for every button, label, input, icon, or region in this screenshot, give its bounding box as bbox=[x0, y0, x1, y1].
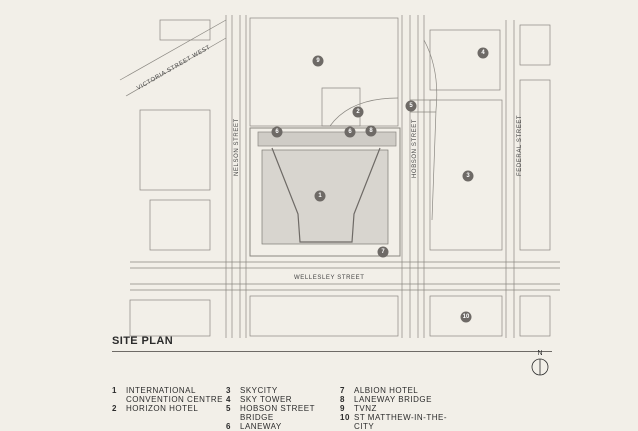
street-federal: FEDERAL STREET bbox=[517, 115, 523, 176]
svg-text:5: 5 bbox=[409, 103, 413, 109]
svg-text:1: 1 bbox=[318, 193, 322, 199]
svg-text:9: 9 bbox=[316, 58, 320, 64]
svg-text:6: 6 bbox=[275, 129, 279, 135]
site-plan-drawing: VICTORIA STREET WEST NELSON STREET HOBSO… bbox=[119, 15, 560, 338]
marker-8: 8 bbox=[365, 125, 377, 137]
marker-5: 5 bbox=[405, 100, 417, 112]
street-victoria-west: VICTORIA STREET WEST bbox=[136, 44, 212, 91]
street-wellesley: WELLESLEY STREET bbox=[294, 275, 365, 281]
svg-text:4: 4 bbox=[481, 50, 485, 56]
marker-1: 1 bbox=[314, 190, 326, 202]
svg-text:3: 3 bbox=[466, 173, 470, 179]
marker-4: 4 bbox=[477, 47, 489, 59]
svg-text:10: 10 bbox=[463, 314, 470, 320]
svg-text:2: 2 bbox=[356, 109, 360, 115]
svg-text:7: 7 bbox=[381, 249, 385, 255]
title-divider bbox=[112, 351, 552, 352]
marker-9: 9 bbox=[312, 55, 324, 67]
svg-text:8: 8 bbox=[369, 128, 373, 134]
marker-6b: 6 bbox=[344, 126, 356, 138]
north-label: N bbox=[537, 350, 542, 357]
marker-10: 10 bbox=[460, 311, 472, 323]
marker-6a: 6 bbox=[271, 126, 283, 138]
site-plan-title: SITE PLAN bbox=[112, 335, 174, 347]
marker-7: 7 bbox=[377, 246, 389, 258]
svg-text:6: 6 bbox=[348, 129, 352, 135]
marker-2: 2 bbox=[352, 106, 364, 118]
street-hobson: HOBSON STREET bbox=[412, 119, 418, 178]
marker-3: 3 bbox=[462, 170, 474, 182]
north-arrow-icon: N bbox=[531, 350, 549, 376]
street-nelson: NELSON STREET bbox=[234, 118, 240, 176]
